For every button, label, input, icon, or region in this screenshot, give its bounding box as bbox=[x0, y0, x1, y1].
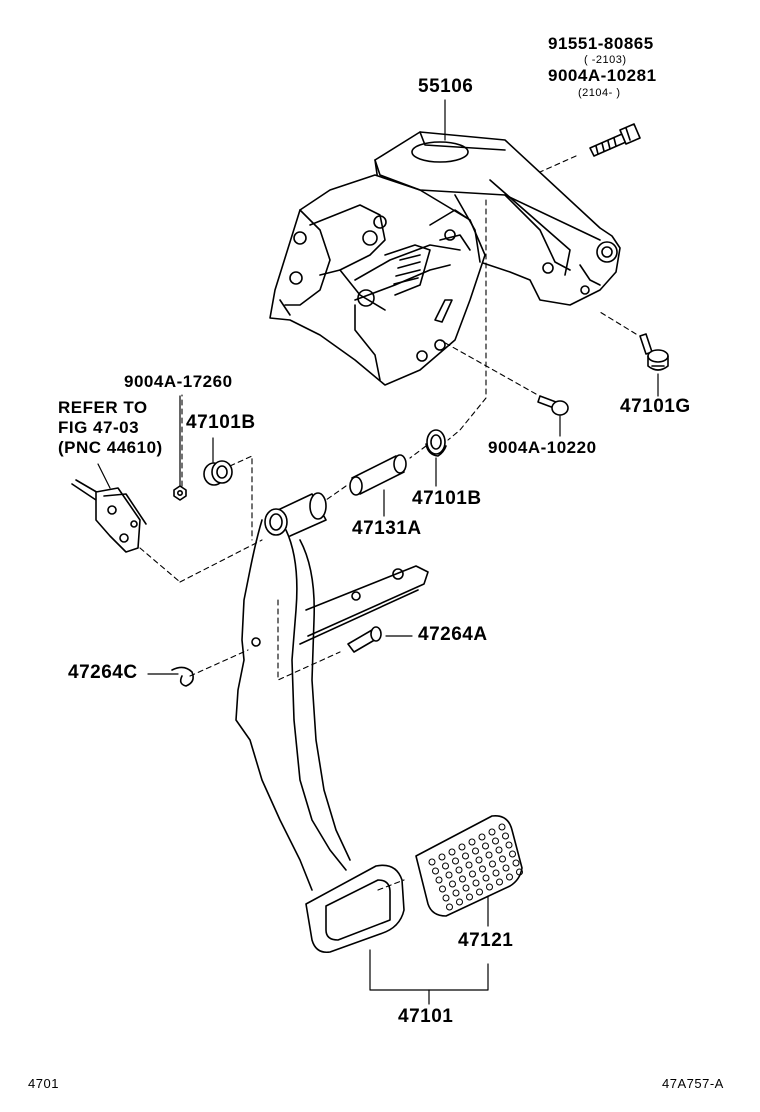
pad-texture-dot bbox=[482, 842, 489, 850]
pad-texture-dot bbox=[442, 894, 450, 902]
collar-47131a bbox=[349, 454, 407, 496]
label-9004a-17260: 9004A-17260 bbox=[124, 372, 233, 391]
pad-texture-dot bbox=[478, 833, 486, 841]
pedal-pad-47121 bbox=[415, 814, 523, 917]
pin-47264a bbox=[347, 626, 382, 653]
pedal-foot bbox=[305, 864, 405, 954]
pad-texture-dot bbox=[475, 856, 483, 864]
pad-texture-dot bbox=[492, 837, 499, 845]
pad-texture-dot bbox=[465, 861, 473, 869]
clip-47264c bbox=[171, 666, 194, 687]
pad-texture-dot bbox=[499, 855, 506, 863]
pad-texture-dot bbox=[466, 893, 473, 901]
label-9004a-10281: 9004A-10281 bbox=[548, 66, 657, 85]
pad-texture-dot bbox=[502, 832, 509, 840]
pad-texture-dot bbox=[456, 898, 463, 906]
pedal-arm bbox=[235, 492, 429, 891]
pad-texture-dot bbox=[492, 869, 500, 877]
pad-texture-dot bbox=[458, 843, 466, 851]
bolt-91551-80865 bbox=[589, 123, 641, 157]
label-47101b-right: 47101B bbox=[412, 488, 482, 509]
label-47131a: 47131A bbox=[352, 518, 422, 539]
label-47101: 47101 bbox=[398, 1006, 454, 1027]
bushing-47101b-right bbox=[425, 429, 447, 457]
bushing-47101b-left bbox=[203, 460, 233, 486]
pad-texture-dot bbox=[448, 848, 456, 856]
assembly-dashed-lines bbox=[139, 155, 637, 891]
pad-texture-dot bbox=[512, 859, 520, 867]
pad-texture-dot bbox=[462, 884, 470, 892]
illustration-code: 47A757-A bbox=[662, 1076, 724, 1091]
pad-texture-dot bbox=[439, 885, 446, 893]
pad-texture-dot bbox=[469, 870, 476, 878]
label-91551-range: ( -2103) bbox=[584, 54, 627, 66]
pad-texture-dot bbox=[496, 878, 503, 886]
pad-texture-dot bbox=[455, 866, 463, 874]
pad-texture-dot bbox=[435, 876, 443, 884]
pedal-bracket-55106 bbox=[269, 131, 621, 386]
figure-number: 4701 bbox=[28, 1076, 59, 1091]
nut-9004a-17260 bbox=[173, 485, 187, 501]
pad-texture-dot bbox=[502, 864, 510, 872]
pad-texture-dot bbox=[468, 838, 476, 846]
label-55106: 55106 bbox=[418, 76, 474, 97]
pad-texture-dot bbox=[485, 851, 493, 859]
refer-to-line-3: (PNC 44610) bbox=[58, 438, 163, 457]
pad-texture-dot bbox=[452, 889, 460, 897]
pad-texture-dot bbox=[506, 873, 513, 881]
pad-texture-dot bbox=[438, 853, 446, 861]
pad-texture-dot bbox=[489, 860, 496, 868]
pad-texture-dot bbox=[488, 828, 496, 836]
pad-texture-dot bbox=[452, 857, 459, 865]
pad-texture-dot bbox=[462, 852, 469, 860]
refer-to-line-2: FIG 47-03 bbox=[58, 418, 140, 437]
pad-texture-dot bbox=[486, 883, 493, 891]
clevis-reference-part bbox=[71, 479, 147, 553]
leader-lines bbox=[97, 99, 659, 1005]
label-47264c: 47264C bbox=[68, 662, 138, 683]
pad-texture-dot bbox=[479, 865, 486, 873]
pad-texture-dot bbox=[482, 874, 490, 882]
label-47101b-left: 47101B bbox=[186, 412, 256, 433]
label-9004a-10220: 9004A-10220 bbox=[488, 438, 597, 457]
pad-texture-dot bbox=[516, 868, 523, 876]
pad-texture-dot bbox=[428, 858, 436, 866]
bolt-47101g bbox=[639, 333, 669, 371]
pad-texture-dot bbox=[446, 903, 453, 911]
label-47101g: 47101G bbox=[620, 396, 691, 417]
pad-texture-dot bbox=[449, 880, 456, 888]
pad-texture-dot bbox=[472, 847, 479, 855]
pad-texture-dot bbox=[509, 850, 516, 858]
pad-texture-dot bbox=[505, 841, 513, 849]
label-47121: 47121 bbox=[458, 930, 514, 951]
pad-texture-dot bbox=[432, 867, 439, 875]
pad-texture-dot bbox=[445, 871, 453, 879]
pad-texture-dot bbox=[442, 862, 449, 870]
label-91551-80865: 91551-80865 bbox=[548, 34, 654, 53]
pad-texture-dot bbox=[476, 888, 483, 896]
label-47264a: 47264A bbox=[418, 624, 488, 645]
refer-to-line-1: REFER TO bbox=[58, 398, 148, 417]
pad-texture-dot bbox=[472, 879, 480, 887]
pad-texture-dot bbox=[495, 846, 503, 854]
bolt-9004a-10220 bbox=[537, 395, 569, 416]
label-9004a-10281-range: (2104- ) bbox=[578, 87, 621, 99]
pad-texture-dot bbox=[459, 875, 466, 883]
pad-texture-dot bbox=[498, 823, 506, 831]
